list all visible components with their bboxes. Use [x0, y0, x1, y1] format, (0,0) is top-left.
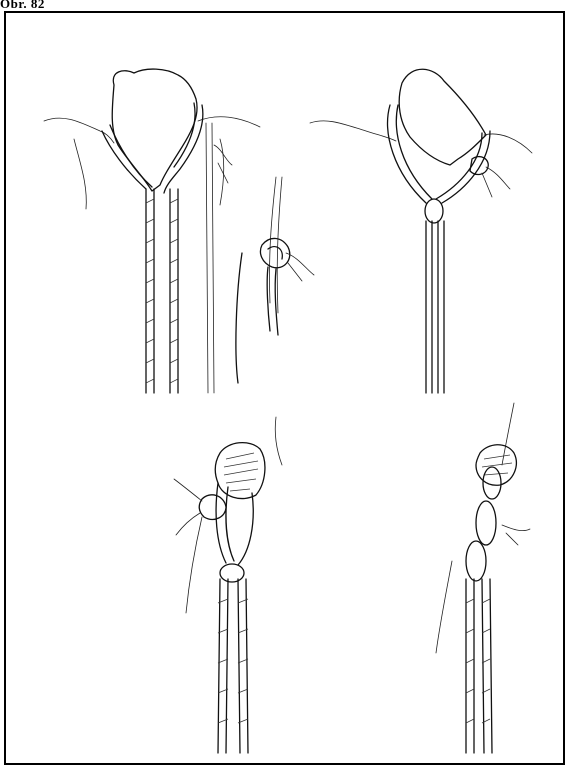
chained-rings-anchor-icon	[436, 403, 530, 753]
rope-knot-detail-icon	[236, 177, 314, 383]
rappel-ring-on-sling-icon	[310, 69, 532, 393]
illustration-frame	[4, 11, 565, 765]
chock-with-sling-and-ring-icon	[174, 417, 282, 753]
rappel-sling-over-rock-horn-icon	[44, 69, 260, 393]
rappel-anchors-illustration	[6, 13, 563, 763]
